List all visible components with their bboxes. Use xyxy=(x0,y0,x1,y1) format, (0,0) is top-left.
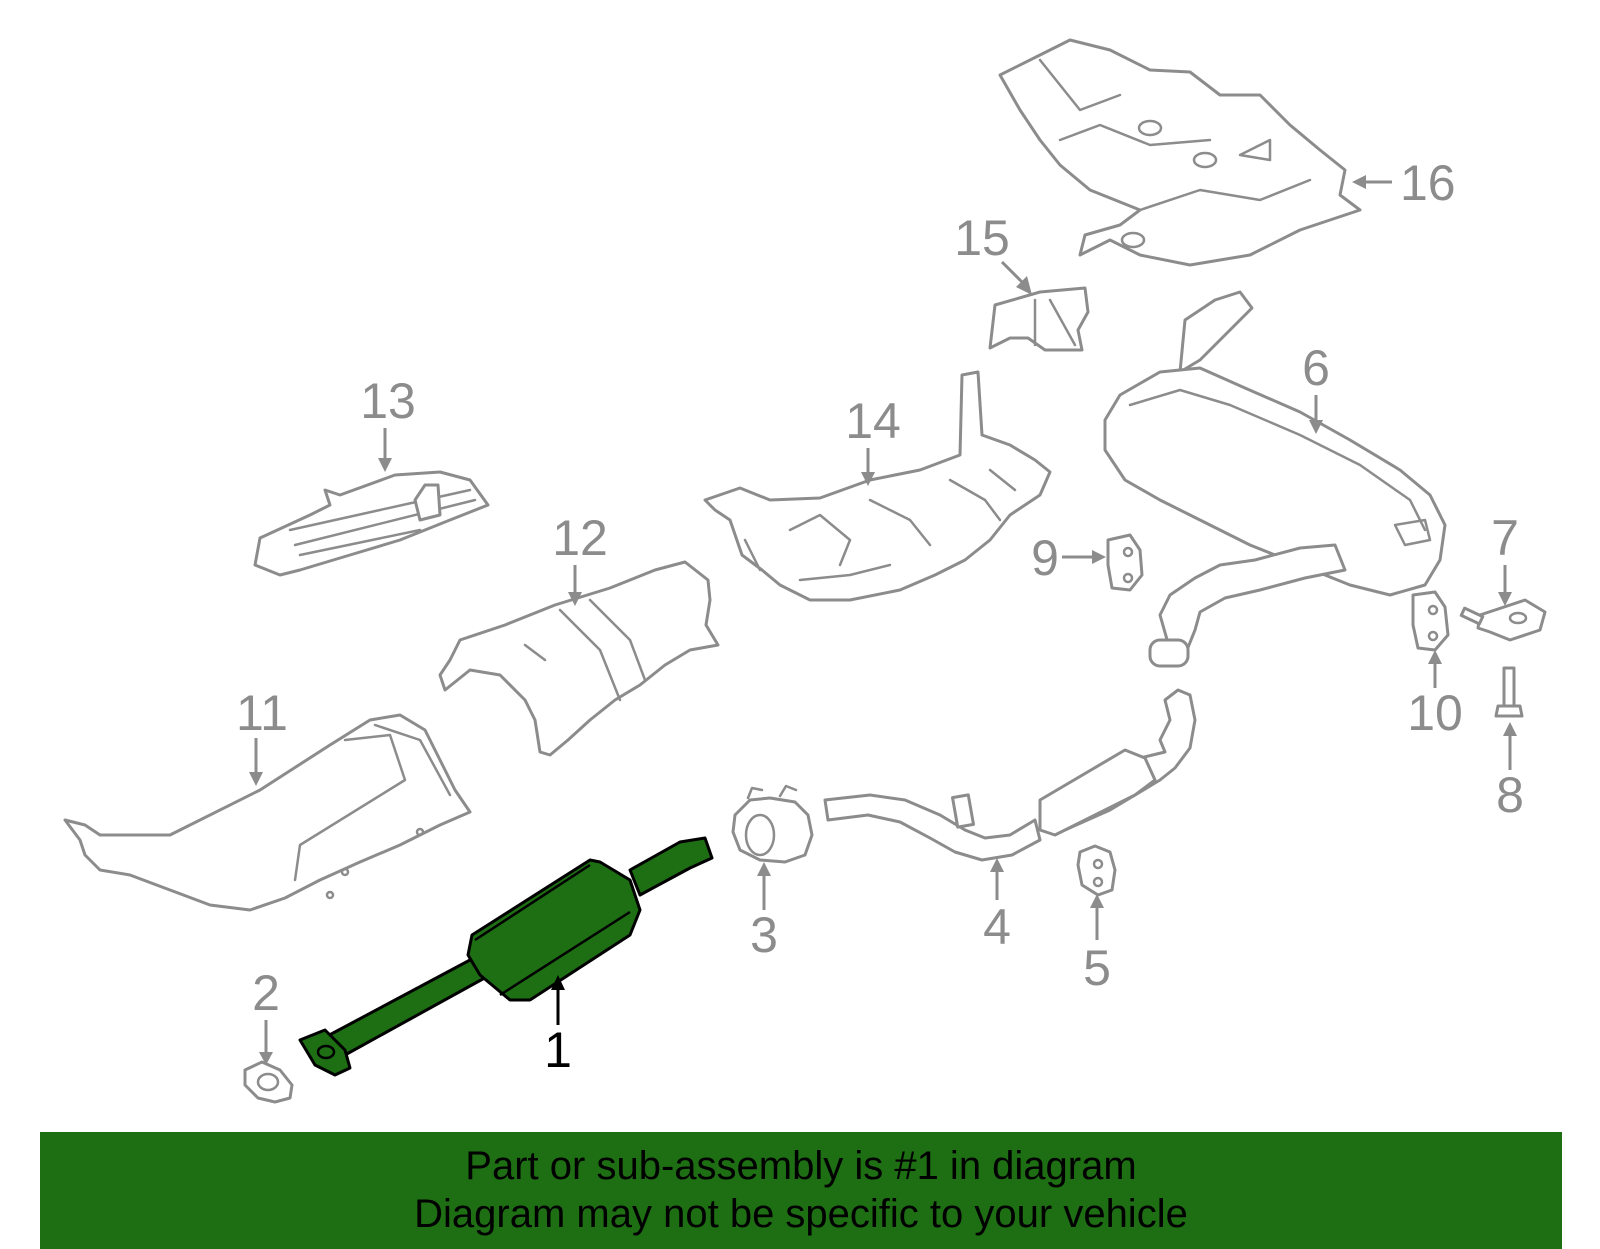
callout-1-label: 1 xyxy=(544,1022,572,1078)
part-6-rear-muffler[interactable] xyxy=(1103,290,1447,668)
callout-13: 13 xyxy=(360,373,416,472)
callout-11-label: 11 xyxy=(236,685,288,741)
callout-10: 10 xyxy=(1407,650,1463,741)
callout-10-label: 10 xyxy=(1407,685,1463,741)
part-8-bolt[interactable] xyxy=(1494,666,1524,718)
callout-12-label: 12 xyxy=(552,510,608,566)
callout-2-label: 2 xyxy=(252,965,280,1021)
callout-6-label: 6 xyxy=(1302,340,1330,396)
banner-line-1: Part or sub-assembly is #1 in diagram xyxy=(465,1144,1137,1188)
callout-12: 12 xyxy=(552,510,608,606)
part-14-heat-shield[interactable] xyxy=(703,370,1052,602)
part-12-heat-shield[interactable] xyxy=(438,560,720,757)
info-banner: Part or sub-assembly is #1 in diagram Di… xyxy=(40,1132,1562,1249)
part-15-heat-shield[interactable] xyxy=(988,286,1090,352)
part-10-hanger[interactable] xyxy=(1411,590,1450,652)
callout-14-label: 14 xyxy=(845,393,901,449)
part-1-muffler-assembly[interactable] xyxy=(298,836,714,1077)
callout-8-label: 8 xyxy=(1496,767,1524,823)
part-2-gasket[interactable] xyxy=(243,1060,294,1104)
part-13-heat-shield[interactable] xyxy=(253,470,490,577)
callout-9-label: 9 xyxy=(1031,530,1059,586)
callout-5: 5 xyxy=(1083,894,1111,996)
callout-16: 16 xyxy=(1352,155,1456,211)
part-16-heat-shield[interactable] xyxy=(998,38,1362,267)
callout-7-label: 7 xyxy=(1491,510,1519,566)
callout-15: 15 xyxy=(954,210,1032,295)
callout-13-label: 13 xyxy=(360,373,416,429)
callout-4-label: 4 xyxy=(983,899,1011,955)
part-5-hanger[interactable] xyxy=(1076,844,1117,897)
callout-3-label: 3 xyxy=(750,907,778,963)
callout-3: 3 xyxy=(750,862,778,963)
banner-line-2: Diagram may not be specific to your vehi… xyxy=(414,1192,1188,1236)
callout-14: 14 xyxy=(845,393,901,486)
callout-11: 11 xyxy=(236,685,288,786)
part-9-hanger[interactable] xyxy=(1106,533,1144,592)
part-4-intermediate-pipe[interactable] xyxy=(823,688,1197,862)
callout-16-label: 16 xyxy=(1400,155,1456,211)
callout-6: 6 xyxy=(1302,340,1330,434)
part-11-heat-shield[interactable] xyxy=(63,713,472,912)
callout-4: 4 xyxy=(983,858,1011,955)
callout-5-label: 5 xyxy=(1083,940,1111,996)
part-7-bracket[interactable] xyxy=(1459,598,1547,642)
callout-1: 1 xyxy=(544,975,572,1078)
callout-15-label: 15 xyxy=(954,210,1010,266)
callout-8: 8 xyxy=(1496,722,1524,823)
callout-7: 7 xyxy=(1491,510,1519,606)
callout-9: 9 xyxy=(1031,530,1106,586)
part-3-clamp[interactable] xyxy=(731,784,814,864)
callout-2: 2 xyxy=(252,965,280,1065)
